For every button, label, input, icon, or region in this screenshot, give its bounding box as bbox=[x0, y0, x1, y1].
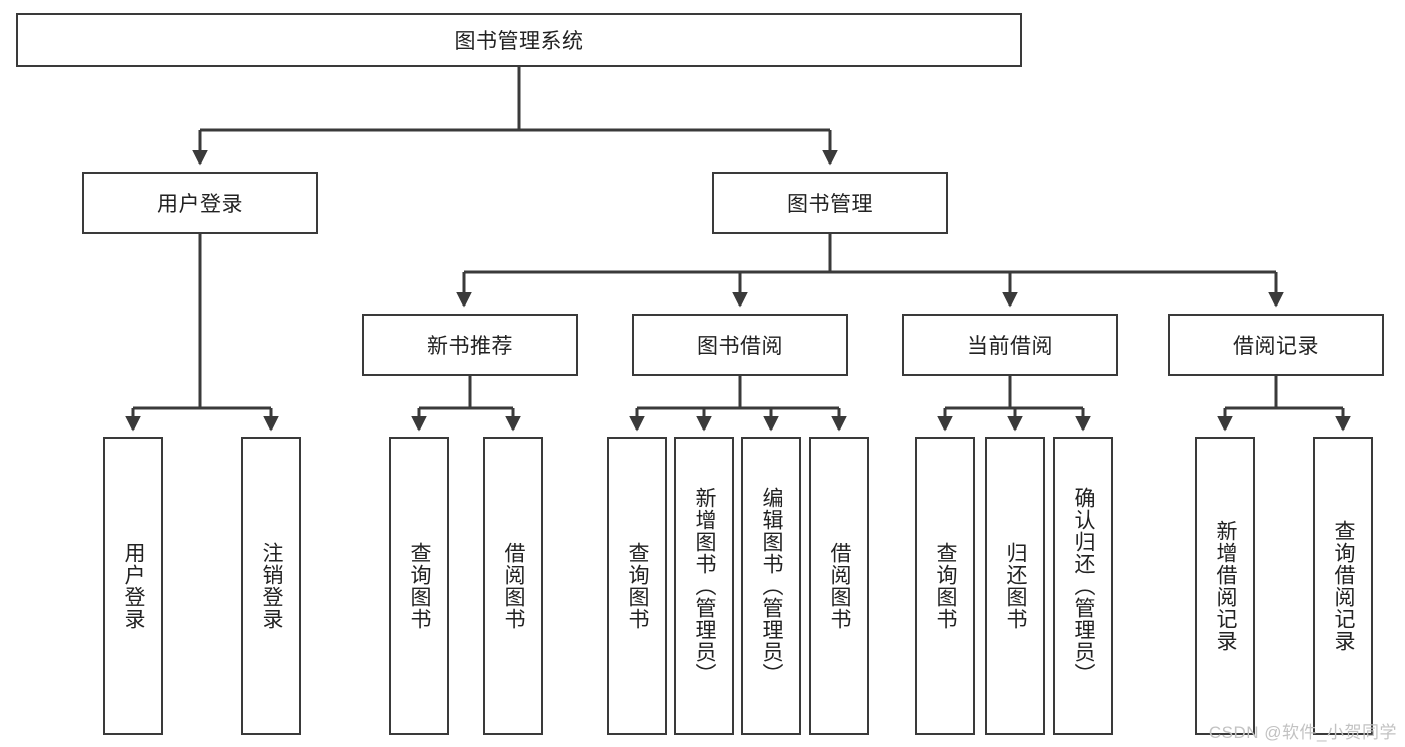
node-book-borrow-label: 图书借阅 bbox=[697, 335, 783, 358]
node-leaf-query-book-3[interactable]: 查询图书 bbox=[915, 437, 975, 735]
node-book-borrow[interactable]: 图书借阅 bbox=[632, 314, 848, 376]
node-leaf-add-record[interactable]: 新增借阅记录 bbox=[1195, 437, 1255, 735]
node-root-label: 图书管理系统 bbox=[454, 30, 584, 53]
node-borrow-record-label: 借阅记录 bbox=[1233, 335, 1319, 358]
node-current-borrow-label: 当前借阅 bbox=[967, 335, 1053, 358]
node-book-manage[interactable]: 图书管理 bbox=[712, 172, 948, 234]
node-user-login-label: 用户登录 bbox=[157, 193, 243, 216]
node-leaf-add-book-label: 新增图书（管理员） bbox=[693, 487, 717, 685]
node-leaf-user-login-label: 用户登录 bbox=[122, 542, 146, 630]
node-new-book-rec-label: 新书推荐 bbox=[427, 335, 513, 358]
node-leaf-borrow-book-2-label: 借阅图书 bbox=[828, 542, 852, 630]
node-leaf-add-record-label: 新增借阅记录 bbox=[1214, 520, 1238, 652]
node-current-borrow[interactable]: 当前借阅 bbox=[902, 314, 1118, 376]
node-leaf-query-book-1[interactable]: 查询图书 bbox=[389, 437, 449, 735]
node-borrow-record[interactable]: 借阅记录 bbox=[1168, 314, 1384, 376]
node-leaf-query-book-3-label: 查询图书 bbox=[934, 542, 958, 630]
node-leaf-query-book-2-label: 查询图书 bbox=[626, 542, 650, 630]
node-leaf-add-book[interactable]: 新增图书（管理员） bbox=[674, 437, 734, 735]
node-leaf-return-book[interactable]: 归还图书 bbox=[985, 437, 1045, 735]
node-new-book-rec[interactable]: 新书推荐 bbox=[362, 314, 578, 376]
node-leaf-logout-label: 注销登录 bbox=[260, 542, 284, 630]
node-leaf-user-login[interactable]: 用户登录 bbox=[103, 437, 163, 735]
node-book-manage-label: 图书管理 bbox=[787, 193, 873, 216]
node-leaf-return-book-label: 归还图书 bbox=[1004, 542, 1028, 630]
node-leaf-borrow-book-1-label: 借阅图书 bbox=[502, 542, 526, 630]
node-leaf-edit-book[interactable]: 编辑图书（管理员） bbox=[741, 437, 801, 735]
node-leaf-edit-book-label: 编辑图书（管理员） bbox=[760, 487, 784, 685]
node-leaf-query-book-2[interactable]: 查询图书 bbox=[607, 437, 667, 735]
watermark: CSDN @软件_小贺同学 bbox=[1208, 723, 1397, 742]
node-user-login[interactable]: 用户登录 bbox=[82, 172, 318, 234]
node-leaf-logout[interactable]: 注销登录 bbox=[241, 437, 301, 735]
node-leaf-query-record[interactable]: 查询借阅记录 bbox=[1313, 437, 1373, 735]
node-leaf-confirm-return-label: 确认归还（管理员） bbox=[1072, 487, 1096, 685]
node-leaf-query-book-1-label: 查询图书 bbox=[408, 542, 432, 630]
node-root[interactable]: 图书管理系统 bbox=[16, 13, 1022, 67]
node-leaf-query-record-label: 查询借阅记录 bbox=[1332, 520, 1356, 652]
node-leaf-confirm-return[interactable]: 确认归还（管理员） bbox=[1053, 437, 1113, 735]
node-leaf-borrow-book-1[interactable]: 借阅图书 bbox=[483, 437, 543, 735]
node-leaf-borrow-book-2[interactable]: 借阅图书 bbox=[809, 437, 869, 735]
